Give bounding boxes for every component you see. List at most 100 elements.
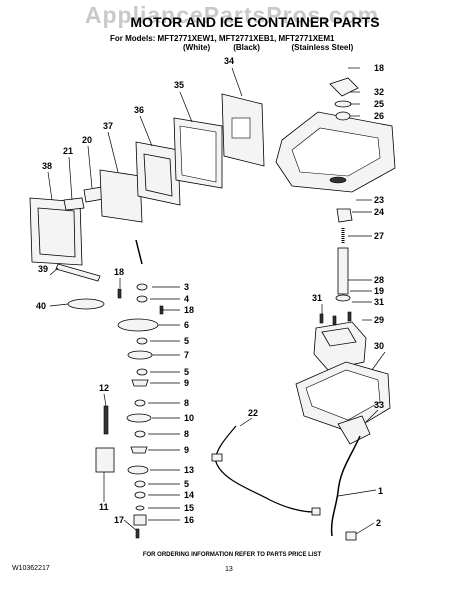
callout-2: 2 [376,518,381,528]
callout-18-top: 18 [374,63,384,73]
callout-10: 10 [184,413,194,423]
callout-5-b: 5 [184,367,189,377]
part-6-plate [117,318,159,332]
part-2-clip [345,531,357,541]
part-38-door [29,197,83,266]
page-number: 13 [225,566,233,573]
callout-29: 29 [374,315,384,325]
part-18-screw [117,288,122,299]
part-22-harness [211,425,321,516]
part-14 [134,491,146,499]
part-37-panel [99,169,143,223]
callout-15: 15 [184,503,194,513]
callout-13: 13 [184,465,194,475]
part-8-a [134,399,146,407]
callout-39: 39 [38,264,48,274]
callout-5-a: 5 [184,336,189,346]
part-32-cap [329,77,359,97]
part-23-housing [275,111,396,193]
part-4 [136,295,148,303]
part-3-lever [135,239,148,291]
callout-22: 22 [248,408,258,418]
part-39 [55,263,101,282]
callout-36: 36 [134,105,144,115]
callout-28: 28 [374,275,384,285]
callout-11: 11 [99,502,109,512]
part-9-a [131,379,149,387]
callout-31-left: 31 [312,293,322,303]
part-20 [83,186,104,203]
callout-30: 30 [374,341,384,351]
part-5-a [136,337,148,345]
callout-23: 23 [374,195,384,205]
page-title: MOTOR AND ICE CONTAINER PARTS [130,14,380,30]
callout-19: 19 [374,286,384,296]
callout-16: 16 [184,515,194,525]
callout-25: 25 [374,99,384,109]
part-29-motor [313,321,367,371]
part-13 [127,465,149,475]
part-31-screws [319,311,352,326]
callout-26: 26 [374,111,384,121]
part-5-b [136,368,148,376]
part-8-b [134,430,146,438]
part-28-shaft [337,247,349,295]
watermark: AppliancePartsPros.com [84,2,380,28]
color-white: (White) [183,43,211,52]
part-5-c [134,480,146,488]
part-25-washer [334,100,352,108]
callout-18-mid: 18 [184,305,194,315]
part-11-solenoid [95,447,115,473]
callout-17: 17 [114,515,124,525]
callout-37: 37 [103,121,113,131]
part-36-frame [135,141,181,206]
callout-14: 14 [184,490,194,500]
part-17 [135,528,140,539]
callout-20: 20 [82,135,92,145]
callout-3: 3 [184,282,189,292]
document-id: W10362217 [12,565,50,572]
part-21-handle [63,197,85,211]
callout-7: 7 [184,350,189,360]
callout-27: 27 [374,231,384,241]
part-15 [135,505,145,511]
callout-6: 6 [184,320,189,330]
part-34-bracket [221,93,265,167]
part-12 [103,405,109,435]
callout-labels: 34 35 36 37 20 21 38 18 32 25 26 23 24 2… [36,56,384,528]
color-stainless: (Stainless Steel) [291,43,354,52]
models-line: For Models: MFT2771XEW1, MFT2771XEB1, MF… [110,34,335,43]
part-40 [67,298,105,310]
callout-8-b: 8 [184,429,189,439]
callout-9-b: 9 [184,445,189,455]
part-19-washer [335,294,351,302]
color-black: (Black) [233,43,260,52]
callout-38: 38 [42,161,52,171]
part-1-wire [330,435,361,537]
part-24-coupler [336,208,353,223]
part-35-gasket [173,117,223,189]
callout-1: 1 [378,486,383,496]
callout-4: 4 [184,294,189,304]
callout-35: 35 [174,80,184,90]
part-9-b [130,446,148,454]
ordering-info-footer: FOR ORDERING INFORMATION REFER TO PARTS … [142,552,322,558]
callout-18-left: 18 [114,267,124,277]
part-10 [126,413,152,423]
part-7 [127,350,153,360]
leader-lines [47,67,386,535]
callout-33: 33 [374,400,384,410]
callout-32: 32 [374,87,384,97]
callout-21: 21 [63,146,73,156]
callout-12: 12 [99,383,109,393]
callout-34: 34 [224,56,234,66]
callout-40: 40 [36,301,46,311]
callout-8-a: 8 [184,398,189,408]
callout-24: 24 [374,207,384,217]
callout-5-c: 5 [184,479,189,489]
callout-31-right: 31 [374,297,384,307]
part-30-container [295,361,391,433]
color-variants: (White) (Black) (Stainless Steel) [183,43,423,52]
callout-9-a: 9 [184,378,189,388]
